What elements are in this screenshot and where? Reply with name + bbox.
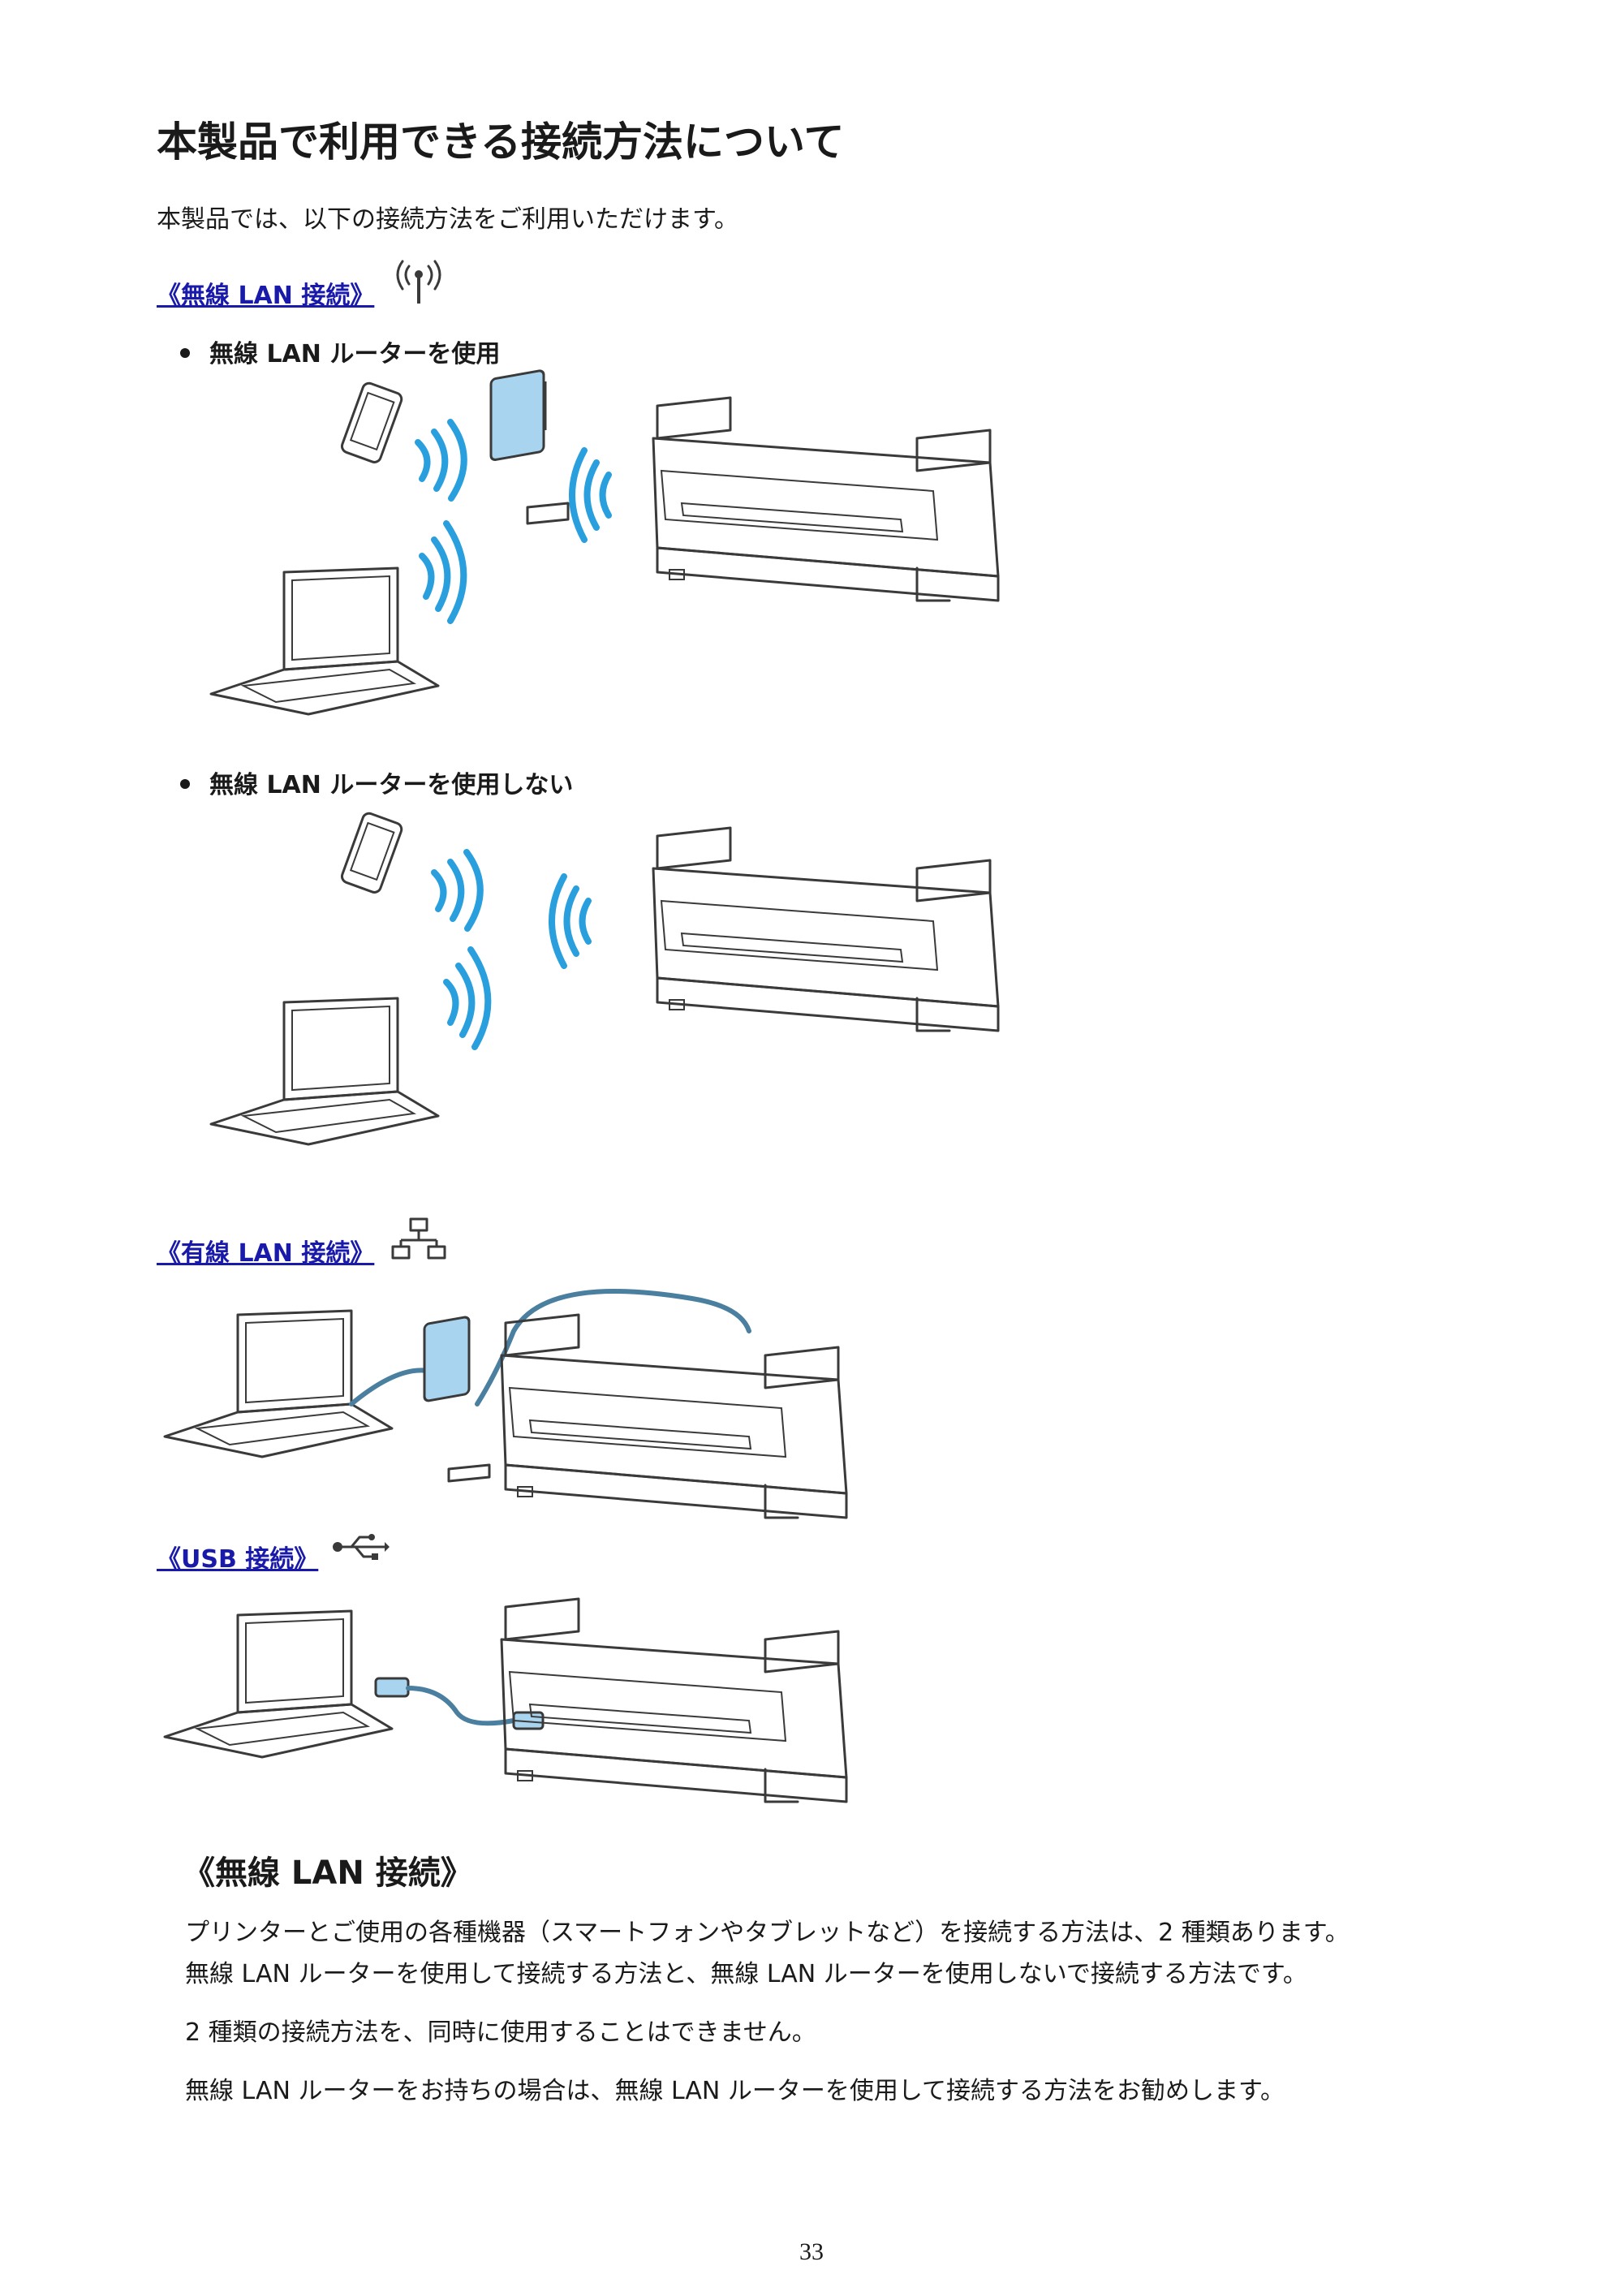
diagram-router-connection	[209, 369, 1000, 716]
wireless-para1-line1: プリンターとご使用の各種機器（スマートフォンやタブレットなど）を接続する方法は、…	[185, 1919, 1350, 1947]
laptop-icon	[209, 997, 440, 1146]
printer-icon	[500, 1313, 848, 1519]
usb-icon	[333, 1534, 390, 1560]
page-number: 33	[799, 2238, 824, 2265]
wireless-para2: 2 種類の接続方法を、同時に使用することはできません。	[185, 2018, 816, 2047]
wireless-lan-link[interactable]: 《無線 LAN 接続》	[157, 282, 375, 310]
router-icon	[423, 1316, 491, 1483]
diagram-usb-connection	[163, 1597, 848, 1803]
laptop-icon	[209, 566, 440, 716]
bullet-router-use-label: 無線 LAN ルーターを使用	[209, 340, 501, 368]
laptop-icon	[163, 1309, 394, 1458]
wired-network-icon	[391, 1217, 446, 1260]
wireless-section-heading: 《無線 LAN 接続》	[183, 1854, 473, 1892]
wireless-para3: 無線 LAN ルーターをお持ちの場合は、無線 LAN ルーターを使用して接続する…	[185, 2077, 1285, 2105]
printer-icon	[652, 826, 1000, 1032]
laptop-icon	[163, 1609, 394, 1759]
printer-icon	[500, 1597, 848, 1803]
wired-lan-link[interactable]: 《有線 LAN 接続》	[157, 1239, 375, 1268]
page-title: 本製品で利用できる接続方法について	[157, 118, 845, 166]
bullet-dot	[180, 347, 190, 358]
bullet-router-use: 無線 LAN ルーターを使用	[180, 338, 500, 371]
printer-icon	[652, 396, 1000, 602]
bullet-dot	[180, 778, 190, 789]
wireless-para1-line2: 無線 LAN ルーターを使用して接続する方法と、無線 LAN ルーターを使用しな…	[185, 1960, 1307, 1988]
usb-link[interactable]: 《USB 接続》	[157, 1545, 319, 1574]
wireless-antenna-icon	[396, 260, 441, 304]
diagram-wired-connection	[163, 1289, 848, 1519]
bullet-router-nouse: 無線 LAN ルーターを使用しない	[180, 769, 573, 802]
bullet-router-nouse-label: 無線 LAN ルーターを使用しない	[209, 771, 574, 799]
smartphone-icon	[340, 381, 403, 463]
diagram-direct-connection	[209, 812, 1000, 1146]
intro-text: 本製品では、以下の接続方法をご利用いただけます。	[157, 205, 738, 234]
router-icon	[489, 369, 570, 525]
smartphone-icon	[340, 812, 403, 894]
